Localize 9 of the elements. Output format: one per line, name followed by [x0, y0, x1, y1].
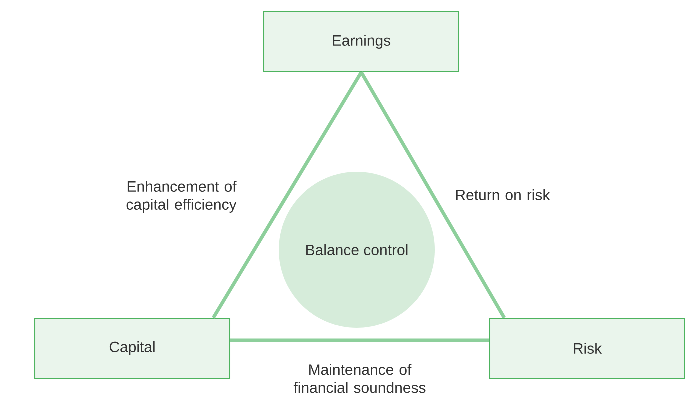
line: [212, 72, 363, 319]
process-box: Capital: [34, 318, 230, 379]
edge-label: Enhancement of capital efficiency: [126, 181, 237, 213]
process-box: Risk: [490, 318, 686, 379]
edge-label: Maintenance of financial soundness: [294, 364, 426, 394]
edge-label: Return on risk: [456, 189, 550, 200]
line: [360, 72, 506, 319]
line: [230, 338, 490, 342]
process-box: Earnings: [264, 12, 460, 72]
